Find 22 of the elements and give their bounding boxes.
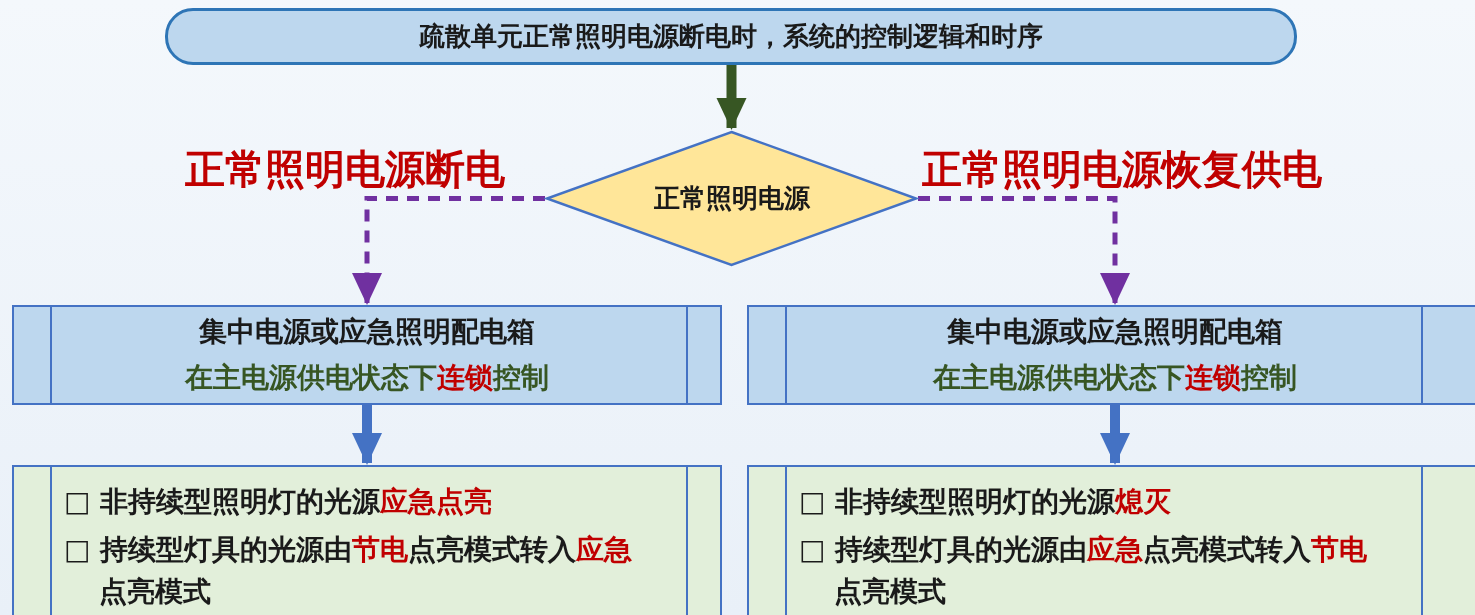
box-text: □ 非持续型照明灯的光源熄灭 <box>799 484 1172 520</box>
title-box <box>165 8 1297 65</box>
process-box <box>12 305 722 405</box>
box-heading: 集中电源或应急照明配电箱 <box>947 314 1283 350</box>
result-box <box>12 465 722 615</box>
box-text: □ 非持续型照明灯的光源应急点亮 <box>64 484 493 520</box>
result-box <box>747 465 1475 615</box>
arrow <box>352 196 545 305</box>
edge-label: 正常照明电源恢复供电 <box>922 145 1322 194</box>
box-heading: 集中电源或应急照明配电箱 <box>199 314 535 350</box>
arrow <box>716 65 747 130</box>
box-text: 正常照明电源 <box>653 182 810 215</box>
arrow <box>918 196 1130 305</box>
box-text: □ 持续型灯具的光源由应急点亮模式转入节电点亮模式 <box>799 532 1369 610</box>
arrow <box>352 405 382 465</box>
process-box <box>747 305 1475 405</box>
edge-label: 正常照明电源断电 <box>185 145 505 194</box>
box-text: 在主电源供电状态下连锁控制 <box>185 360 549 396</box>
box-text: □ 持续型灯具的光源由节电点亮模式转入应急点亮模式 <box>64 532 634 610</box>
arrow <box>1100 405 1130 465</box>
box-text: 疏散单元正常照明电源断电时，系统的控制逻辑和时序 <box>419 20 1043 53</box>
box-text: 在主电源供电状态下连锁控制 <box>933 360 1297 396</box>
